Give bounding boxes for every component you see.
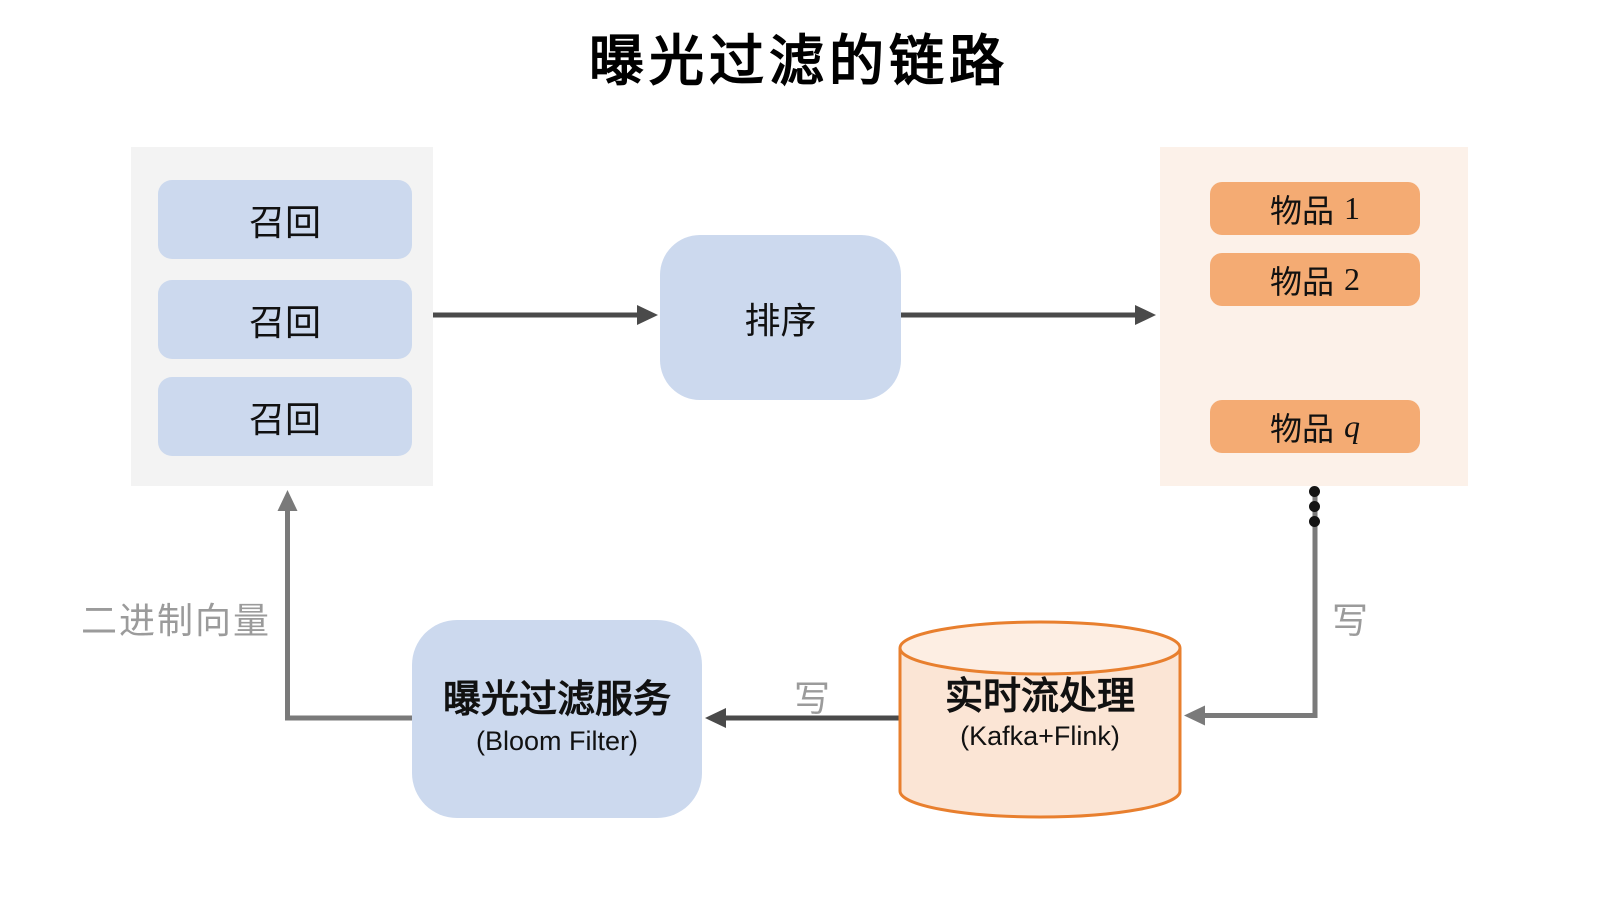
ranking-box: 排序: [660, 235, 901, 400]
recall-box-3: 召回: [158, 377, 412, 456]
filter-service-sublabel: (Bloom Filter): [475, 726, 638, 756]
ranking-label: 排序: [744, 299, 817, 341]
edge-label-binary-vector: 二进制向量: [80, 600, 271, 641]
arrow-items-to-stream: [1184, 487, 1318, 726]
item-index: q: [1344, 408, 1360, 444]
recall-box-label: 召回: [248, 398, 321, 440]
item-box-1: 物品 1: [1210, 182, 1420, 235]
recall-panel: 召回 召回 召回: [131, 147, 433, 486]
stream-processor-cylinder: [898, 620, 1182, 819]
items-panel: 物品 1 物品 2 物品 q: [1160, 147, 1468, 527]
arrow-filter-to-recall: [277, 490, 412, 721]
item-index: 1: [1344, 190, 1360, 226]
edge-label-write-to-stream: 写: [1332, 600, 1369, 641]
filter-service-box: 曝光过滤服务 (Bloom Filter): [412, 620, 702, 818]
stream-processor-label-group: 实时流处理 (Kafka+Flink): [900, 676, 1180, 754]
item-box-2: 物品 2: [1210, 253, 1420, 306]
edge-label-write-to-filter: 写: [794, 678, 831, 719]
item-label: 物品: [1269, 263, 1334, 300]
recall-box-label: 召回: [248, 301, 321, 343]
recall-box-2: 召回: [158, 280, 412, 359]
vertical-ellipsis-icon: [1309, 486, 1320, 527]
stream-processor-label: 实时流处理: [944, 676, 1135, 718]
item-box-q: 物品 q: [1210, 400, 1420, 453]
stream-processor-sublabel: (Kafka+Flink): [960, 721, 1120, 751]
recall-box-1: 召回: [158, 180, 412, 259]
item-label: 物品: [1269, 192, 1334, 229]
item-index: 2: [1344, 261, 1360, 297]
item-label: 物品: [1269, 410, 1334, 447]
filter-service-label: 曝光过滤服务: [442, 679, 671, 721]
recall-box-label: 召回: [248, 201, 321, 243]
diagram-title: 曝光过滤的链路: [588, 31, 1009, 92]
